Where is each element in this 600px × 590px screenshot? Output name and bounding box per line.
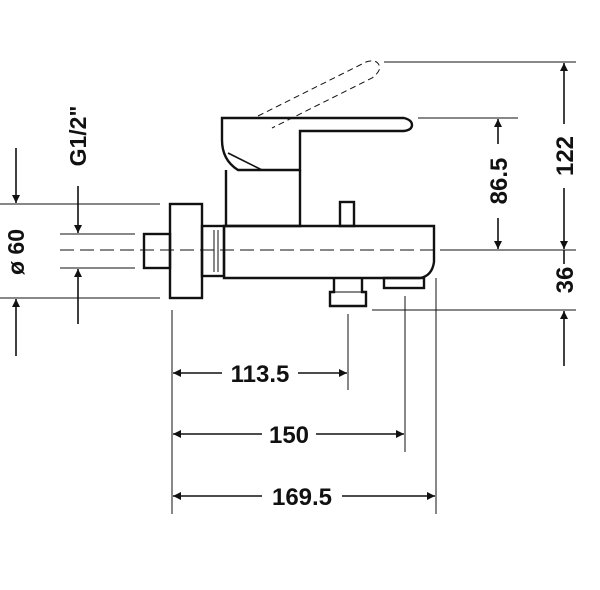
label-height-86-5: 86.5 xyxy=(486,158,513,205)
spout-outlet xyxy=(328,278,368,308)
label-diameter: ø 60 xyxy=(3,229,29,275)
extension-lines xyxy=(0,61,576,514)
label-depth-169-5: 169.5 xyxy=(272,484,332,511)
wall-rosette xyxy=(168,202,204,300)
label-depth-113-5: 113.5 xyxy=(231,361,290,388)
lever-raised-dashed xyxy=(257,60,381,129)
label-height-36: 36 xyxy=(552,267,579,294)
label-thread: G1/2" xyxy=(65,106,91,167)
cartridge-housing xyxy=(224,170,302,228)
lever-handle xyxy=(220,116,414,172)
lever-detail xyxy=(227,152,263,171)
dimension-labels: ø 60 G1/2" 122 86.5 36 113.5 150 169.5 xyxy=(3,106,579,511)
aerator-tab xyxy=(382,276,426,290)
diverter-knob xyxy=(338,200,356,228)
mixer-body xyxy=(222,224,436,280)
inlet-pipe xyxy=(142,232,172,270)
connection-nut xyxy=(200,224,226,278)
dimension-lines xyxy=(12,63,568,500)
label-depth-150: 150 xyxy=(269,422,309,449)
label-height-122: 122 xyxy=(552,136,579,176)
faucet-outline xyxy=(142,60,436,308)
